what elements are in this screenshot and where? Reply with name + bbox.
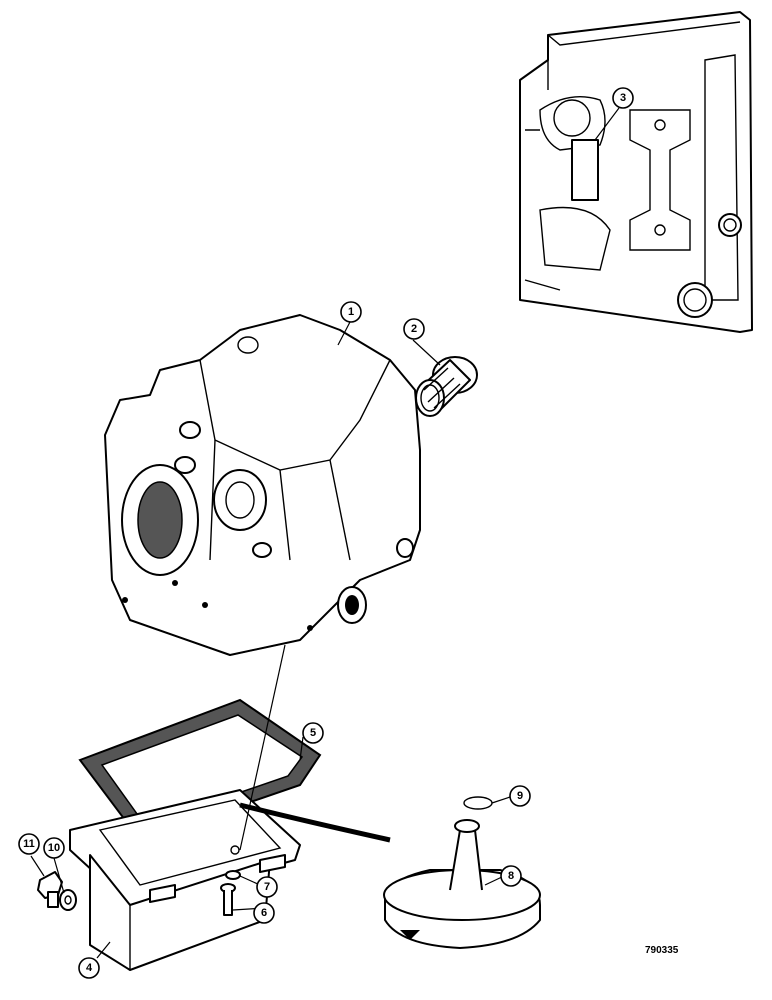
callout-11: 11 (18, 833, 40, 855)
callout-8: 8 (500, 865, 522, 887)
drain-plug (37, 871, 63, 908)
callout-4: 4 (78, 957, 100, 979)
pan-bolt (220, 883, 236, 916)
svg-text:7: 7 (264, 881, 270, 893)
svg-text:10: 10 (48, 842, 60, 854)
svg-text:4: 4 (86, 962, 93, 974)
svg-text:3: 3 (620, 92, 626, 104)
callout-5: 5 (302, 722, 324, 744)
svg-text:11: 11 (23, 838, 35, 850)
callout-7: 7 (256, 876, 278, 898)
oil-filter-screen (383, 819, 541, 949)
svg-text:6: 6 (261, 907, 267, 919)
drain-washer (59, 889, 77, 911)
callout-9: 9 (509, 785, 531, 807)
callout-2: 2 (403, 318, 425, 340)
transmission-housing (104, 314, 421, 656)
svg-text:8: 8 (508, 870, 514, 882)
housing-inset-view (519, 11, 753, 333)
svg-text:2: 2 (411, 323, 417, 335)
needle-bearing (415, 356, 478, 417)
svg-text:9: 9 (517, 790, 523, 802)
callout-3: 3 (612, 87, 634, 109)
oil-pan (69, 789, 391, 971)
leader-lines (30, 107, 620, 959)
bolt-lockwasher (225, 870, 241, 880)
callout-10: 10 (43, 837, 65, 859)
callout-6: 6 (253, 902, 275, 924)
svg-text:5: 5 (310, 727, 316, 739)
svg-text:1: 1 (348, 306, 354, 318)
figure-number: 790335 (645, 945, 679, 956)
filter-o-ring (463, 796, 493, 810)
callout-1: 1 (340, 301, 362, 323)
